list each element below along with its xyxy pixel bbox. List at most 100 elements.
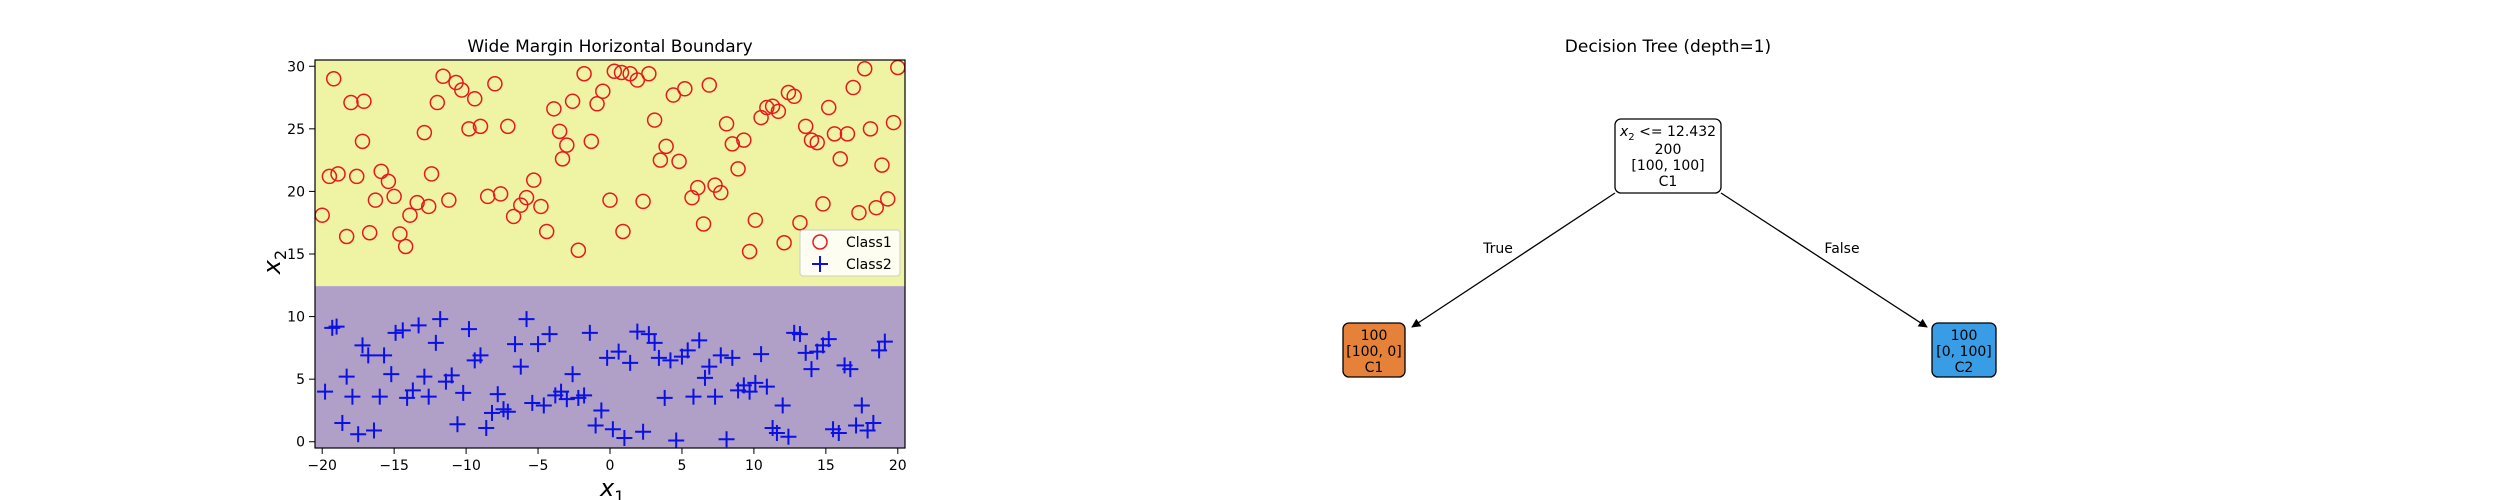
tree-leaf-left: 100 [100, 0] C1 [1342, 322, 1406, 378]
point-class1 [885, 114, 902, 131]
point-class2 [774, 397, 791, 414]
legend-class2-label: Class2 [846, 257, 892, 273]
point-class1 [851, 204, 867, 221]
y-tick-label: 30 [287, 59, 305, 75]
point-class1 [356, 93, 372, 110]
x-tick-label: −20 [307, 458, 337, 474]
point-class2 [871, 342, 888, 359]
point-class2 [646, 334, 663, 351]
point-class2 [753, 346, 770, 363]
point-class1 [348, 168, 365, 185]
point-class1 [868, 199, 884, 216]
point-class1 [879, 191, 896, 207]
tree-root-value: [100, 100] [1631, 158, 1704, 174]
point-class1 [546, 101, 562, 117]
point-class1 [576, 66, 592, 82]
point-class2 [427, 334, 444, 351]
point-class1 [690, 179, 706, 196]
point-class1 [701, 77, 718, 93]
point-class1 [487, 76, 503, 92]
y-tick-label: 0 [296, 435, 305, 451]
point-class2 [507, 336, 524, 353]
legend: Class1 Class2 [799, 229, 901, 277]
point-class2 [691, 332, 708, 349]
point-class2 [535, 397, 552, 414]
point-class1 [570, 242, 587, 258]
point-class2 [328, 318, 345, 335]
point-class1 [373, 163, 389, 180]
point-class2 [478, 419, 495, 436]
tree-leaf-right: 100 [0, 100] C2 [1931, 322, 1997, 378]
tree-edge-label-true: True [1482, 241, 1513, 257]
point-class2 [472, 347, 489, 364]
point-class1 [730, 161, 746, 177]
x-tick-label: −15 [379, 458, 409, 474]
point-class1 [354, 133, 371, 150]
point-class1 [343, 94, 359, 111]
point-class2 [371, 388, 388, 405]
tree-root-node: x2 <= 12.432 200 [100, 100] C1 [1614, 118, 1722, 194]
x-axis-label-sub: 1 [614, 487, 624, 500]
point-class1 [551, 123, 568, 140]
x-axis-label-main: x [599, 474, 615, 500]
point-class2 [376, 347, 393, 364]
point-class2 [317, 383, 334, 400]
point-class2 [662, 352, 679, 369]
point-class1 [338, 228, 355, 245]
point-class1 [820, 99, 837, 116]
point-class1 [713, 184, 729, 201]
point-class1 [361, 224, 378, 241]
point-class2 [338, 368, 355, 385]
point-class2 [383, 366, 400, 383]
point-class2 [622, 354, 639, 371]
point-class1 [797, 118, 814, 135]
point-class1 [416, 124, 433, 141]
point-class2 [797, 344, 814, 361]
point-class2 [360, 347, 377, 364]
x-tick-label: 5 [677, 458, 686, 474]
point-class1 [367, 192, 384, 208]
x-axis-label: x1 [599, 474, 624, 500]
point-class2 [354, 337, 371, 354]
point-class1 [741, 243, 758, 260]
point-class2 [576, 387, 593, 404]
point-class2 [387, 324, 404, 341]
point-class2 [443, 367, 460, 384]
y-tick-label: 10 [287, 310, 305, 326]
point-class1 [613, 64, 630, 81]
point-class2 [758, 378, 775, 395]
y-tick-label: 25 [287, 122, 305, 138]
point-class2 [432, 311, 449, 328]
point-class2 [747, 374, 764, 391]
y-tick-label: 15 [287, 247, 305, 263]
point-class2 [593, 402, 610, 419]
point-class1 [402, 207, 418, 223]
tree-leaf-right-box [1931, 322, 1997, 378]
point-class2 [629, 323, 646, 340]
point-class2 [587, 417, 604, 434]
point-class1 [862, 121, 879, 137]
tree-title: Decision Tree (depth=1) [1565, 37, 1771, 57]
point-class2 [460, 321, 477, 338]
point-class1 [856, 61, 873, 77]
x-tick-label: 20 [889, 458, 907, 474]
point-class2 [741, 383, 758, 400]
point-class2 [707, 388, 724, 405]
point-class1 [533, 198, 549, 215]
y-tick-label: 20 [287, 184, 305, 200]
point-class1 [466, 91, 483, 107]
point-class2 [650, 349, 667, 366]
tree-edge-label-false: False [1824, 241, 1859, 257]
tree-root-feature: x [1619, 124, 1629, 140]
point-class1 [724, 136, 741, 152]
point-class1 [759, 99, 775, 116]
point-class2 [410, 317, 427, 334]
tree-leaf-left-samples: 100 [1361, 328, 1388, 344]
tree-edge-right [1720, 192, 1928, 328]
legend-class1-marker [812, 234, 828, 250]
point-class1 [525, 172, 542, 188]
point-class1 [321, 168, 338, 185]
tree-leaf-left-box [1342, 322, 1406, 378]
point-class1 [380, 173, 397, 190]
point-class2 [780, 428, 797, 445]
